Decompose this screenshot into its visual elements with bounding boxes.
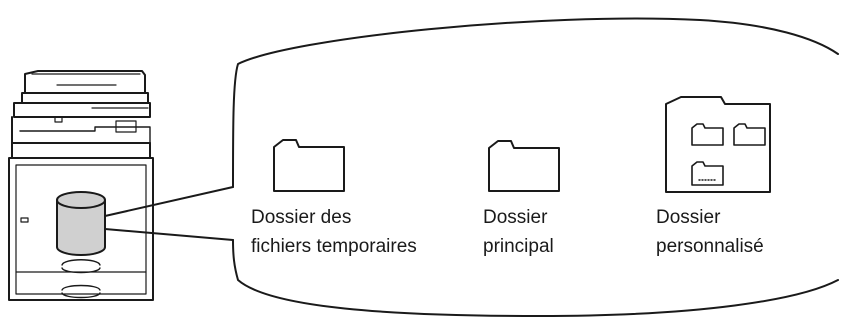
folder-icon <box>488 140 560 192</box>
folder-label-temporary: Dossier des fichiers temporaires <box>251 203 417 261</box>
folder-label-custom: Dossier personnalisé <box>656 203 764 261</box>
folder-label-line: Dossier <box>483 207 548 228</box>
multifunction-printer-icon <box>8 70 154 301</box>
folder-label-line: personnalisé <box>656 236 764 257</box>
callout-pointer <box>104 186 234 241</box>
folder-label-main: Dossier principal <box>483 203 554 261</box>
storage-callout-bubble <box>232 17 839 317</box>
folder-with-subfolders-icon <box>665 96 771 193</box>
hard-disk-icon <box>56 191 106 256</box>
folder-label-line: fichiers temporaires <box>251 236 417 257</box>
folder-icon <box>273 139 345 192</box>
folder-label-line: principal <box>483 236 554 257</box>
folder-label-line: Dossier <box>656 207 721 228</box>
folder-label-line: Dossier des <box>251 207 352 228</box>
